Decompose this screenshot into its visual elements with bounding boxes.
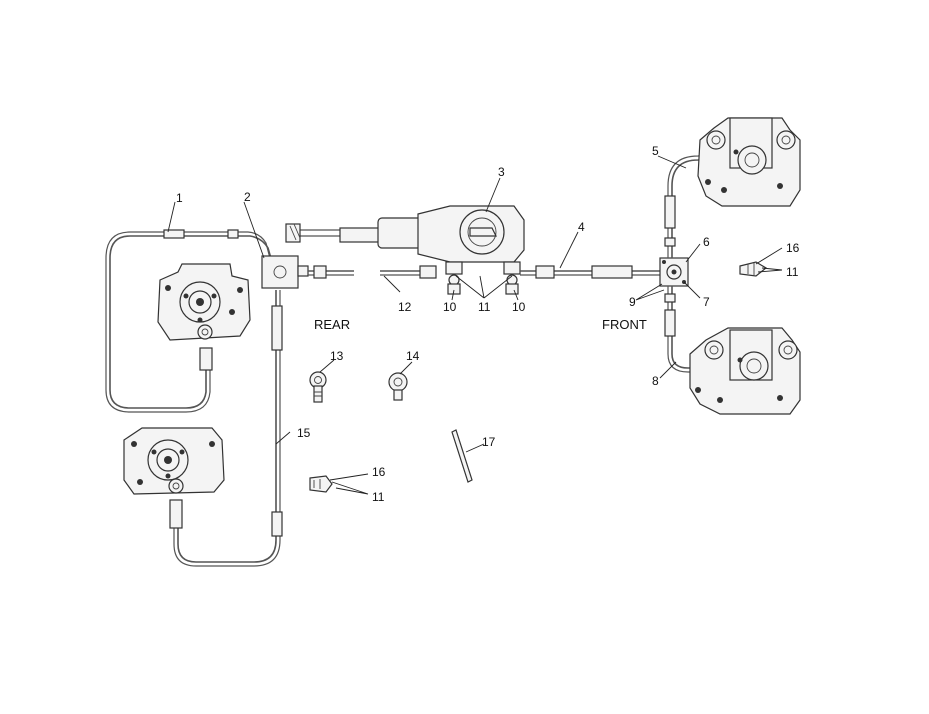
callout-14: 14 xyxy=(406,349,420,363)
callout-17: 17 xyxy=(482,435,496,449)
callout-10-left: 10 xyxy=(443,300,457,314)
callout-11-rear: 11 xyxy=(372,490,385,504)
callout-8: 8 xyxy=(652,374,659,388)
part-17-bleed-pin xyxy=(451,429,473,483)
callout-16-rear: 16 xyxy=(372,465,386,479)
front-main-line-4 xyxy=(520,265,660,279)
callout-5: 5 xyxy=(652,144,659,158)
rear-caliper-upper xyxy=(157,263,251,341)
part-14-bleed-nipple xyxy=(388,372,408,401)
rear-main-line-12 xyxy=(308,265,437,279)
callout-9: 9 xyxy=(629,295,636,309)
rear-caliper-lower xyxy=(123,427,225,495)
front-caliper-upper xyxy=(697,117,801,207)
callout-13: 13 xyxy=(330,349,344,363)
callout-11-center: 11 xyxy=(478,300,491,314)
callout-16-front: 16 xyxy=(786,241,800,255)
callout-15: 15 xyxy=(297,426,311,440)
part-13-banjo-bolt xyxy=(309,371,327,403)
label-rear: REAR xyxy=(314,317,350,332)
callout-7: 7 xyxy=(703,295,710,309)
callout-2: 2 xyxy=(244,190,251,204)
callout-10-right: 10 xyxy=(512,300,526,314)
callout-4: 4 xyxy=(578,220,585,234)
part-16-11-cap-front xyxy=(739,261,768,277)
callout-12: 12 xyxy=(398,300,412,314)
rear-brake-line-15 xyxy=(169,290,283,567)
master-cylinder xyxy=(285,205,525,295)
part-16-11-cap-rear xyxy=(309,475,333,493)
callout-11-front: 11 xyxy=(786,265,799,279)
front-distributor xyxy=(659,257,689,287)
callout-3: 3 xyxy=(498,165,505,179)
callout-6: 6 xyxy=(703,235,710,249)
rear-distributor xyxy=(261,255,309,289)
leader-lines xyxy=(167,155,783,495)
front-caliper-lower xyxy=(689,327,801,415)
callout-1: 1 xyxy=(176,191,183,205)
label-front: FRONT xyxy=(602,317,647,332)
